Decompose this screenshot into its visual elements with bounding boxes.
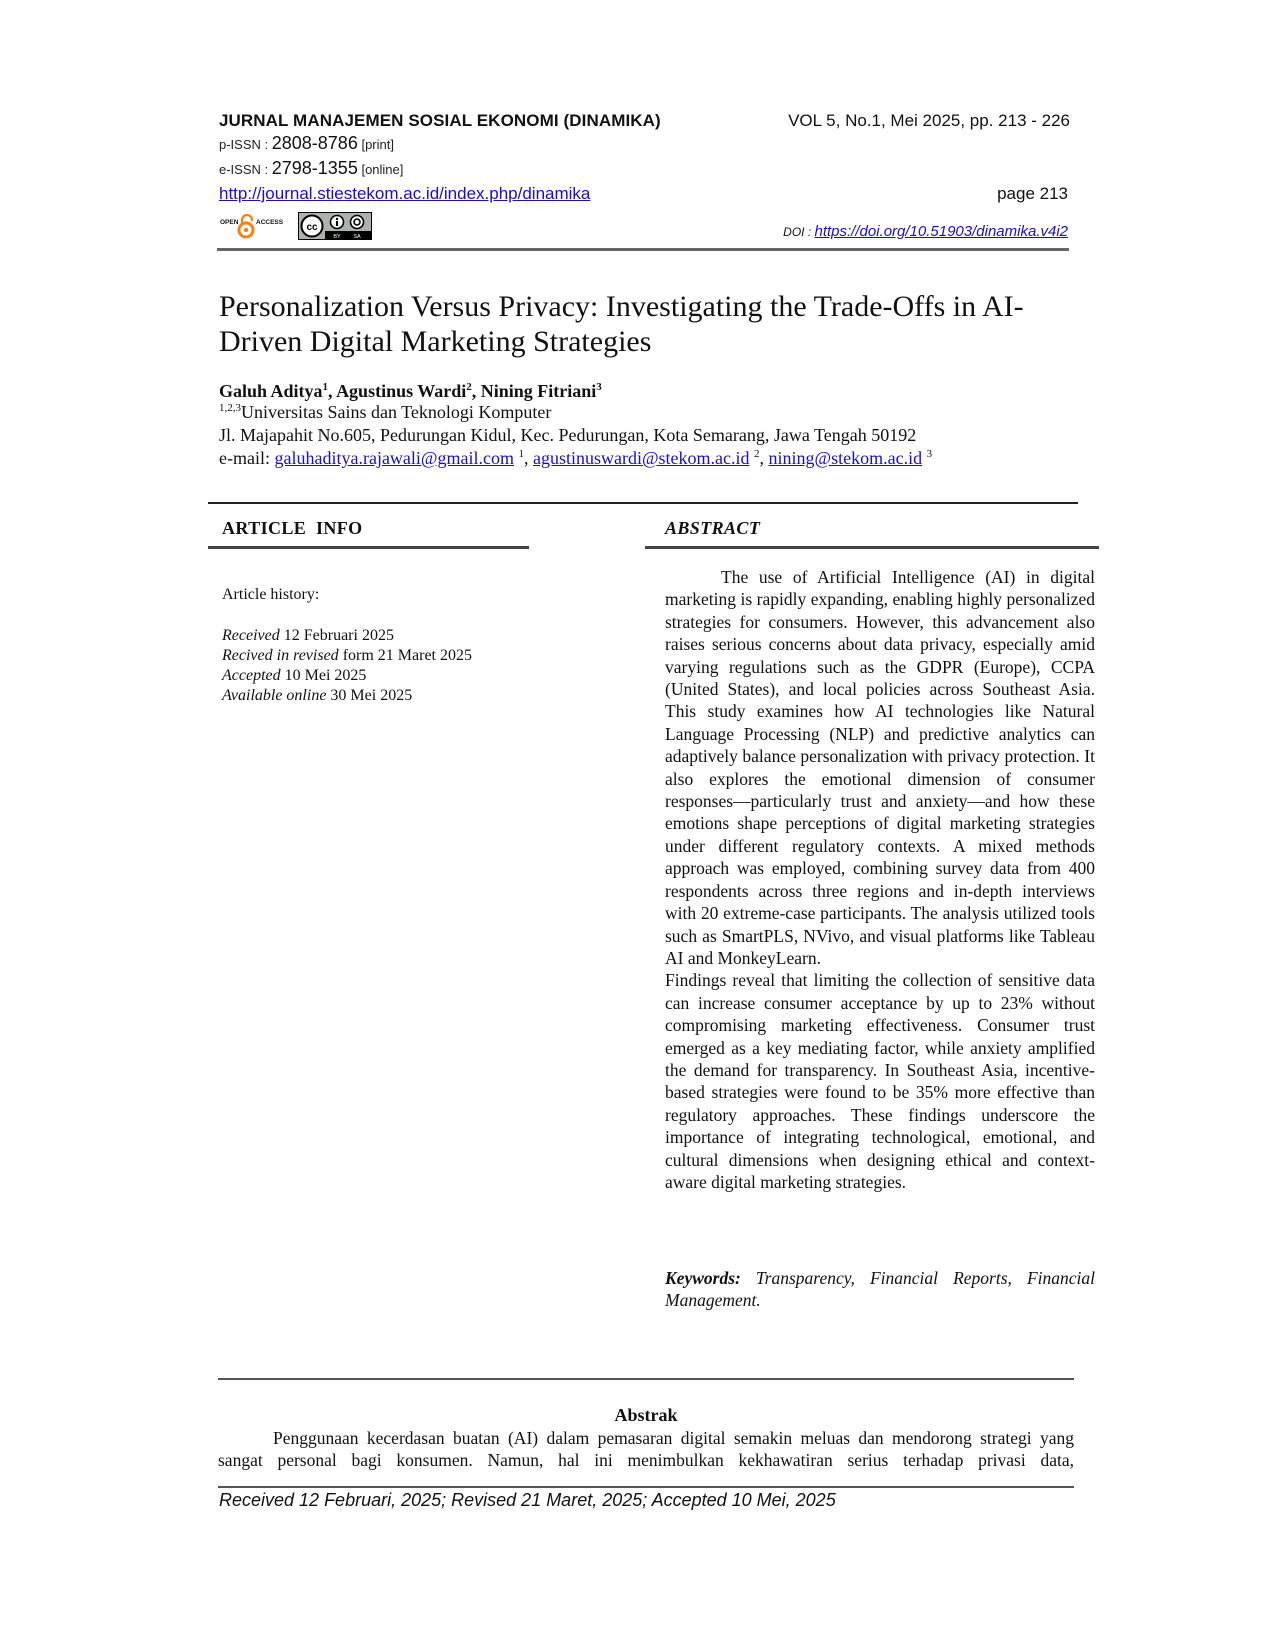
journal-url-link[interactable]: http://journal.stiestekom.ac.id/index.ph… xyxy=(219,184,591,203)
svg-text:ACCESS: ACCESS xyxy=(256,219,284,226)
p-issn-label: p-ISSN : xyxy=(219,137,272,152)
author-sup: 2 xyxy=(466,381,472,393)
history-item-online: Available online 30 Mei 2025 xyxy=(222,687,413,704)
abstrak-heading: Abstrak xyxy=(614,1405,678,1425)
article-info-underline xyxy=(208,546,529,549)
footer-divider xyxy=(218,1486,1074,1488)
volume-info: VOL 5, No.1, Mei 2025, pp. 213 - 226 xyxy=(788,111,1070,130)
doi-link[interactable]: https://doi.org/10.51903/dinamika.v4i2 xyxy=(814,223,1069,240)
abstract-heading: ABSTRACT xyxy=(665,518,761,538)
author-name: Nining Fitriani xyxy=(480,381,597,401)
article-history-label: Article history: xyxy=(222,586,320,603)
abstrak-text: Penggunaan kecerdasan buatan (AI) dalam … xyxy=(218,1428,1074,1470)
author-list: Galuh Aditya1, Agustinus Wardi2, Nining … xyxy=(219,381,602,401)
svg-text:BY: BY xyxy=(333,234,341,239)
email-link-2[interactable]: agustinuswardi@stekom.ac.id xyxy=(532,448,750,468)
e-issn: e-ISSN : 2798-1355 [online] xyxy=(219,158,403,179)
email-line: e-mail: galuhaditya.rajawali@gmail.com 1… xyxy=(219,448,933,468)
article-history-list: Received 12 Februari 2025 Recived in rev… xyxy=(222,626,472,706)
abstract-underline xyxy=(645,546,1099,549)
email-link-1[interactable]: galuhaditya.rajawali@gmail.com xyxy=(274,448,514,468)
e-issn-label: e-ISSN : xyxy=(219,162,272,177)
creative-commons-icon: cc BY SA xyxy=(299,213,371,240)
footer-dates: Received 12 Februari, 2025; Revised 21 M… xyxy=(219,1490,836,1510)
email-sup: 1 xyxy=(518,448,524,460)
paper-title: Personalization Versus Privacy: Investig… xyxy=(219,290,1024,358)
abstrak-body: Penggunaan kecerdasan buatan (AI) dalam … xyxy=(218,1427,1074,1471)
affiliation: 1,2,3Universitas Sains dan Teknologi Kom… xyxy=(219,402,551,423)
p-issn-tag: [print] xyxy=(357,137,394,152)
cc-by-sa-license-badge[interactable]: cc BY SA xyxy=(298,212,372,240)
history-item-revised: Recived in revised form 21 Maret 2025 xyxy=(222,647,472,664)
email-sup: 2 xyxy=(754,448,760,460)
open-access-icon: OPEN ACCESS xyxy=(220,213,284,239)
abstrak-divider xyxy=(218,1378,1074,1380)
doi-label: DOI : xyxy=(783,225,815,239)
author-sup: 3 xyxy=(596,381,602,393)
p-issn: p-ISSN : 2808-8786 [print] xyxy=(219,133,394,154)
svg-text:cc: cc xyxy=(306,222,318,233)
journal-name: JURNAL MANAJEMEN SOSIAL EKONOMI (DINAMIK… xyxy=(219,111,661,130)
email-link-3[interactable]: nining@stekom.ac.id xyxy=(768,448,923,468)
e-issn-tag: [online] xyxy=(357,162,404,177)
header-divider xyxy=(217,248,1069,251)
article-info-heading: ARTICLE INFO xyxy=(222,518,363,538)
open-access-logo: OPEN ACCESS xyxy=(220,212,294,240)
svg-text:SA: SA xyxy=(353,234,361,239)
keywords: Keywords: Transparency, Financial Report… xyxy=(665,1267,1095,1311)
abstract-paragraph-1: The use of Artificial Intelligence (AI) … xyxy=(665,567,1095,968)
affiliation-sup: 1,2,3 xyxy=(219,402,241,414)
abstract-paragraph-2: Findings reveal that limiting the collec… xyxy=(665,970,1095,1192)
author-sup: 1 xyxy=(322,381,329,393)
email-label: e-mail: xyxy=(219,448,275,468)
page-number: page 213 xyxy=(997,184,1068,203)
keywords-label: Keywords: xyxy=(665,1268,741,1288)
e-issn-number: 2798-1355 xyxy=(271,158,358,178)
keywords-list: Transparency, Financial Reports, Financi… xyxy=(665,1268,1095,1310)
svg-text:OPEN: OPEN xyxy=(220,219,239,226)
abstract-body: The use of Artificial Intelligence (AI) … xyxy=(665,566,1095,1193)
affiliation-name: Universitas Sains dan Teknologi Komputer xyxy=(241,402,552,422)
address: Jl. Majapahit No.605, Pedurungan Kidul, … xyxy=(219,425,917,445)
author-name: Agustinus Wardi xyxy=(336,381,467,401)
email-sup: 3 xyxy=(926,448,933,460)
history-item-received: Received 12 Februari 2025 xyxy=(222,627,394,644)
doi-line: DOI : https://doi.org/10.51903/dinamika.… xyxy=(640,223,1068,240)
history-item-accepted: Accepted 10 Mei 2025 xyxy=(222,667,367,684)
author-name: Galuh Aditya xyxy=(219,381,323,401)
p-issn-number: 2808-8786 xyxy=(271,133,358,153)
section-divider xyxy=(208,502,1078,504)
